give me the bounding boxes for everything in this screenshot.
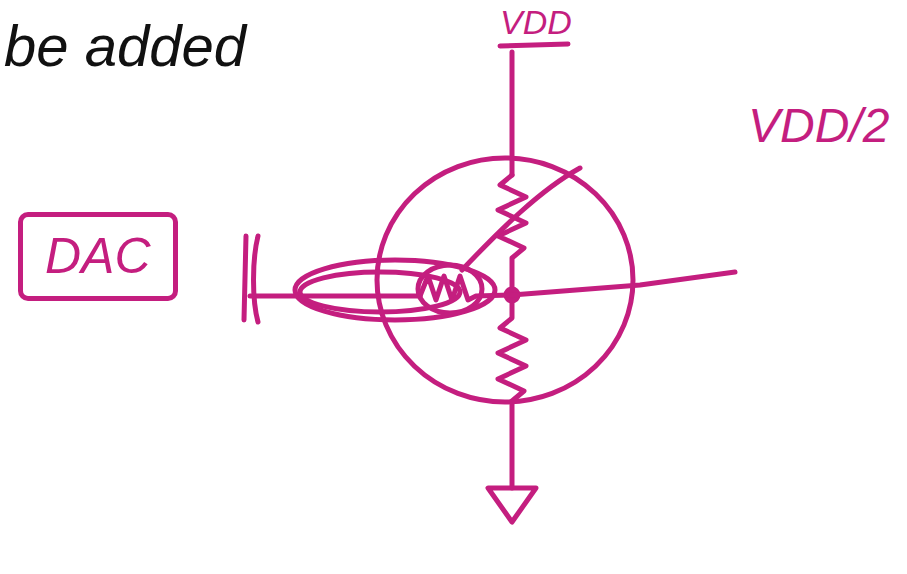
leader-line xyxy=(462,168,580,270)
ground-symbol xyxy=(488,488,536,522)
dac-wire xyxy=(250,294,420,299)
signal-name: VDD xyxy=(500,4,572,41)
resistor-symbol xyxy=(498,300,526,488)
highlight-circle xyxy=(377,158,633,402)
bracket xyxy=(254,236,259,322)
block-label: DAC xyxy=(45,229,151,284)
output-wire xyxy=(512,272,735,295)
bracket xyxy=(244,236,246,320)
highlight-loop xyxy=(300,272,460,312)
dac-box: DAC xyxy=(18,212,178,301)
signal-name: VDD/2 xyxy=(748,100,889,153)
vdd-underline xyxy=(500,44,568,46)
note-text: be added xyxy=(4,14,246,78)
